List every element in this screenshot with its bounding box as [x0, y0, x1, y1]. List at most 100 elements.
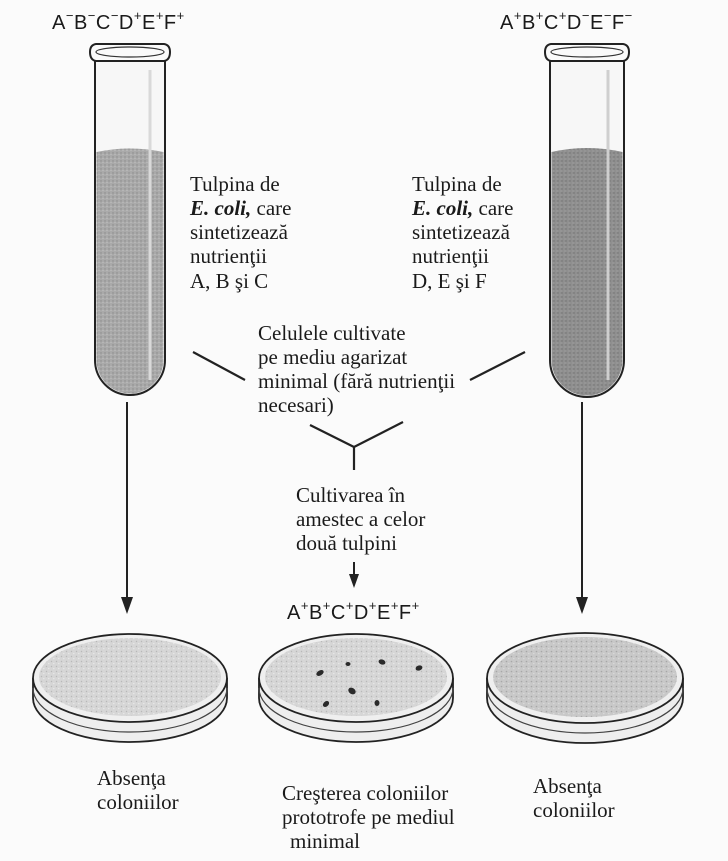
left-test-tube	[88, 43, 172, 396]
gene-letter: F	[163, 12, 177, 34]
gene-sign: +	[368, 598, 377, 613]
gene-letter: C	[330, 602, 346, 624]
gene-sign: +	[133, 8, 142, 23]
colony	[348, 687, 356, 695]
right-strain-line-2-rest: care	[473, 196, 514, 221]
colony	[345, 662, 351, 666]
gene-sign: +	[300, 598, 309, 613]
gene-letter: C	[543, 12, 559, 34]
gene-sign: −	[65, 8, 74, 23]
gene-sign: +	[176, 8, 185, 23]
center-dish-agar	[265, 638, 447, 716]
mixed-genotype: A+B+C+D+E+F+	[287, 598, 420, 625]
right-tube-culture	[551, 148, 623, 396]
left-strain-line-2-rest: care	[251, 196, 292, 221]
gene-letter: B	[521, 12, 536, 34]
gene-sign: +	[535, 8, 544, 23]
caption-line: prototrofe pe mediul	[282, 805, 455, 830]
right-strain-line-3: sintetizează	[412, 220, 510, 245]
caption-line: Absenţa	[533, 774, 602, 798]
gene-sign: −	[110, 8, 119, 23]
right-result-caption: Absenţa coloniilor	[533, 774, 615, 822]
gene-sign: +	[345, 598, 354, 613]
gene-sign: +	[513, 8, 522, 23]
left-strain-line-4: nutrienţii	[190, 244, 267, 269]
gene-letter: D	[353, 602, 369, 624]
colony	[374, 700, 380, 706]
right-strain-line-4: nutrienţii	[412, 244, 489, 269]
gene-letter: E	[376, 602, 391, 624]
left-convergence-line	[192, 351, 246, 381]
species-name: E. coli,	[412, 196, 474, 221]
gene-letter: D	[118, 12, 134, 34]
right-test-tube	[543, 43, 631, 398]
gene-letter: F	[611, 12, 625, 34]
gene-sign: −	[624, 8, 633, 23]
center-result-caption: Creşterea coloniilor prototrofe pe mediu…	[282, 781, 455, 853]
left-strain-line-5: A, B şi C	[190, 268, 269, 293]
left-petri-dish	[32, 633, 228, 743]
caption-line: două tulpini	[296, 531, 397, 556]
right-down-arrow	[576, 402, 588, 614]
caption-line: Cultivarea în	[296, 483, 406, 507]
caption-line: Celulele cultivate	[258, 321, 406, 345]
left-strain-label: Tulpina de E. coli, care sintetizează nu…	[190, 172, 291, 293]
gene-letter: F	[398, 602, 412, 624]
right-convergence-line	[469, 351, 526, 381]
colony	[322, 701, 330, 707]
left-tube-culture	[96, 148, 164, 394]
right-strain-genotype: A+B+C+D−E−F−	[500, 8, 633, 35]
right-petri-dish	[486, 632, 684, 744]
gene-sign: +	[155, 8, 164, 23]
gene-letter: D	[566, 12, 582, 34]
gene-letter: A	[287, 602, 301, 624]
species-name: E. coli,	[190, 196, 252, 221]
right-strain-line-2: E. coli, care	[412, 196, 513, 220]
gene-letter: E	[589, 12, 604, 34]
mixed-culture-caption: Cultivarea în amestec a celor două tulpi…	[296, 483, 425, 555]
y-junction-right	[353, 421, 404, 448]
left-down-arrow	[121, 402, 133, 614]
prototroph-colonies	[316, 659, 423, 707]
gene-letter: A	[500, 12, 514, 34]
left-result-caption: Absenţa coloniilor	[97, 766, 179, 814]
left-strain-line-1: Tulpina de	[190, 172, 280, 196]
colony	[378, 659, 386, 665]
caption-line: minimal (fără nutrienţii	[258, 369, 456, 394]
center-down-arrow	[349, 562, 359, 588]
left-strain-line-2: E. coli, care	[190, 196, 291, 220]
minimal-medium-caption: Celulele cultivate pe mediu agarizat min…	[258, 321, 455, 418]
gene-letter: A	[52, 12, 66, 34]
gene-sign: +	[558, 8, 567, 23]
left-dish-agar	[39, 638, 221, 716]
caption-line: amestec a celor	[296, 507, 426, 532]
gene-letter: B	[308, 602, 323, 624]
right-dish-agar	[493, 637, 677, 717]
colony	[415, 665, 423, 671]
gene-letter: E	[141, 12, 156, 34]
caption-line: coloniilor	[97, 790, 179, 815]
gene-sign: +	[322, 598, 331, 613]
gene-letter: B	[73, 12, 88, 34]
y-junction-left	[309, 424, 355, 448]
caption-line: Absenţa	[97, 766, 166, 790]
center-petri-dish	[258, 633, 454, 743]
caption-line: necesari)	[258, 393, 334, 418]
left-strain-line-3: sintetizează	[190, 220, 288, 245]
caption-line: minimal	[290, 829, 360, 854]
colony	[316, 670, 324, 676]
caption-line: Creşterea coloniilor	[282, 781, 449, 805]
caption-line: coloniilor	[533, 798, 615, 823]
gene-sign: −	[87, 8, 96, 23]
gene-sign: +	[390, 598, 399, 613]
gene-letter: C	[95, 12, 111, 34]
right-strain-line-1: Tulpina de	[412, 172, 502, 196]
right-strain-line-5: D, E şi F	[412, 268, 487, 293]
caption-line: pe mediu agarizat	[258, 345, 408, 370]
left-strain-genotype: A−B−C−D+E+F+	[52, 8, 185, 35]
right-strain-label: Tulpina de E. coli, care sintetizează nu…	[412, 172, 513, 293]
gene-sign: −	[603, 8, 612, 23]
gene-sign: −	[581, 8, 590, 23]
